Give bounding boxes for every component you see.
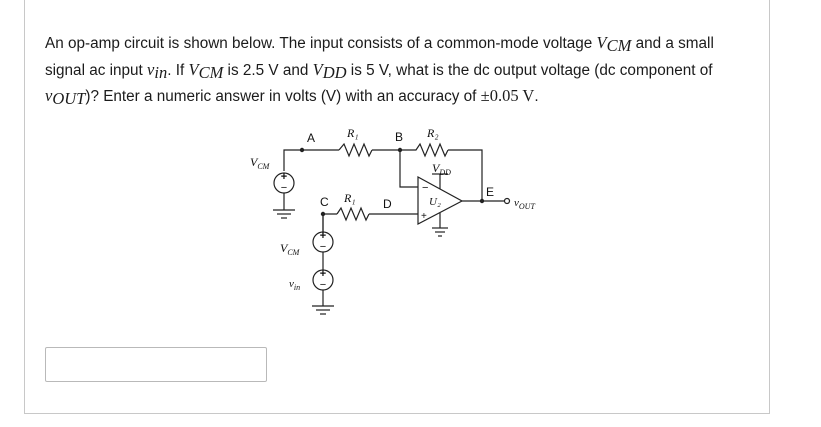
r1-bottom-label: R₁ <box>343 191 356 205</box>
answer-input[interactable] <box>45 347 267 382</box>
vcm-mid-label: VCM <box>280 241 301 257</box>
question-text: An op-amp circuit is shown below. The in… <box>45 33 714 108</box>
question-card <box>24 0 770 414</box>
vdd-label: VDD <box>432 161 451 177</box>
vcm-left-minus: − <box>281 182 287 194</box>
vin-label: vin <box>289 278 300 292</box>
vout-label: vOUT <box>514 197 535 211</box>
circuit-diagram: + − + − + − − + A R₁ B R₂ VDD U₂ E vOUT … <box>250 126 535 315</box>
r1-top-label: R₁ <box>346 126 359 140</box>
vcm-mid-plus: + <box>320 230 326 242</box>
u2-label: U₂ <box>429 196 441 208</box>
vcm-mid-minus: − <box>320 241 326 253</box>
r2-label: R₂ <box>426 126 439 140</box>
opamp-minus: − <box>422 182 428 194</box>
vcm-left-label: VCM <box>250 155 271 171</box>
opamp-plus: + <box>421 211 427 222</box>
node-a-label: A <box>307 131 315 145</box>
node-e-label: E <box>486 185 494 199</box>
vcm-left-plus: + <box>281 171 287 183</box>
node-b-label: B <box>395 130 403 144</box>
vin-minus: − <box>320 279 326 291</box>
node-d-label: D <box>383 197 392 211</box>
vin-plus: + <box>320 268 326 280</box>
node-c-label: C <box>320 195 329 209</box>
